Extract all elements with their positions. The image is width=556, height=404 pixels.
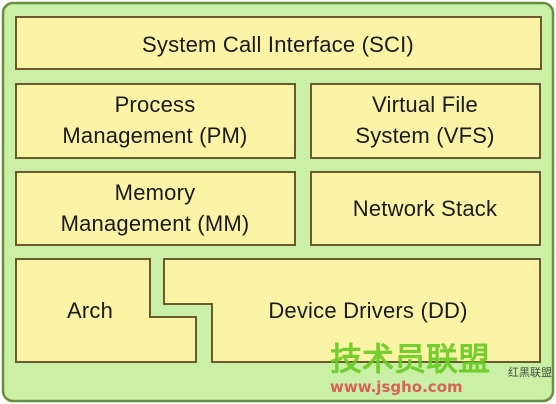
watermark-small-text: 红黑联盟 — [508, 366, 552, 379]
block-arch-label: Arch — [67, 298, 113, 323]
block-vfs: Virtual File System (VFS) — [310, 83, 541, 159]
block-pm: Process Management (PM) — [15, 83, 296, 159]
block-pm-label-line2: Management (PM) — [62, 123, 247, 148]
block-pm-label-line1: Process — [115, 92, 196, 117]
block-device-drivers-label: Device Drivers (DD) — [268, 298, 467, 323]
block-sci: System Call Interface (SCI) — [15, 16, 542, 70]
block-mm-label-line2: Management (MM) — [61, 211, 250, 236]
block-mm: Memory Management (MM) — [15, 171, 296, 246]
block-device-drivers: Device Drivers (DD) — [163, 258, 541, 363]
block-vfs-label-line2: System (VFS) — [355, 123, 494, 148]
watermark-brand: 技术员联盟 — [330, 340, 490, 378]
block-arch: Arch — [15, 258, 197, 363]
block-network-stack-label: Network Stack — [353, 196, 498, 221]
block-network-stack: Network Stack — [310, 171, 541, 246]
watermark-url: www.jsgho.com — [330, 378, 463, 396]
watermark: 技术员联盟 www.jsgho.com 红黑联盟 — [330, 340, 552, 396]
block-vfs-label-line1: Virtual File — [372, 92, 478, 117]
block-sci-label: System Call Interface (SCI) — [142, 32, 414, 57]
block-mm-label-line1: Memory — [115, 180, 196, 205]
